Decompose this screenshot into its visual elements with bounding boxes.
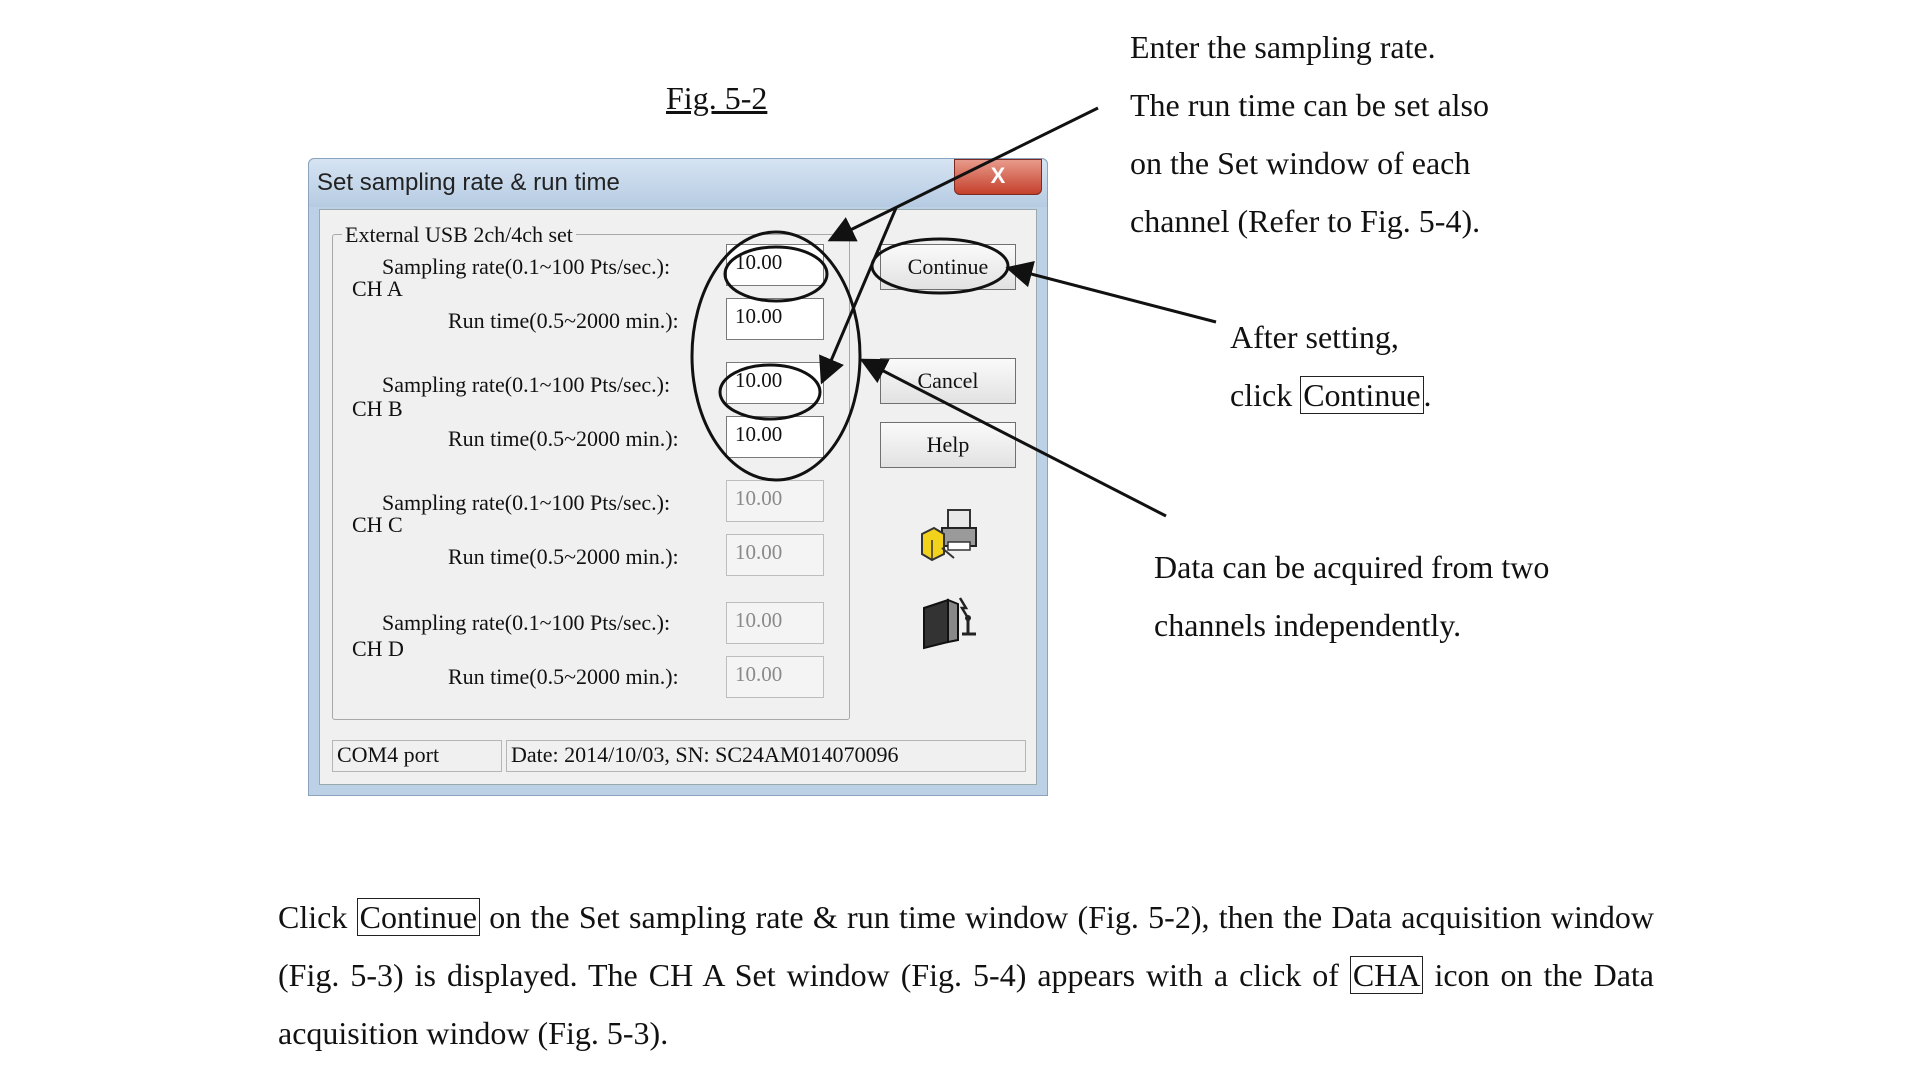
ch-c-label: CH C [352,512,403,537]
printer-database-icon[interactable] [918,502,982,566]
ch-b-sampling-label: Sampling rate(0.1~100 Pts/sec.): [382,372,671,397]
annotation-sampling-note: Enter the sampling rate. The run time ca… [1130,18,1489,250]
annotation-two-channels: Data can be acquired from two channels i… [1154,538,1549,654]
ch-b-label: CH B [352,396,403,421]
ch-a-label: CH A [352,276,403,301]
paragraph-text: icon on the Data acquisition window (Fig… [278,957,1654,1051]
figure-caption: Fig. 5-2 [666,80,768,116]
status-info: Date: 2014/10/03, SN: SC24AM014070096 [506,740,1026,772]
paragraph-text: Click [278,899,357,935]
ch-c-runtime-label: Run time(0.5~2000 min.): [448,544,679,569]
annotation-line: channel (Refer to Fig. 5-4). [1130,203,1481,239]
annotation-after-setting: After setting, click Continue. [1230,308,1432,424]
group-title: External USB 2ch/4ch set [342,222,576,248]
ch-c-sampling-rate-input: 10.00 [726,480,824,522]
annotation-line: on the Set window of each [1130,145,1471,181]
annotation-line: Data can be acquired from two [1154,549,1550,585]
continue-button[interactable]: Continue [880,244,1016,290]
annotation-line: Enter the sampling rate. [1130,29,1436,65]
annotation-line: The run time can be set also [1130,87,1489,123]
continue-boxed-term: Continue [356,898,480,936]
ch-d-sampling-rate-input: 10.00 [726,602,824,644]
close-button[interactable]: X [954,159,1042,195]
help-button[interactable]: Help [880,422,1016,468]
annotation-text: click [1230,377,1301,413]
ch-a-sampling-rate-input[interactable]: 10.00 [726,244,824,286]
ch-a-runtime-label: Run time(0.5~2000 min.): [448,308,679,333]
ch-c-sampling-label: Sampling rate(0.1~100 Pts/sec.): [382,490,671,515]
dialog-title: Set sampling rate & run time [317,169,620,196]
dialog-window: Set sampling rate & run time X External … [308,158,1048,796]
ch-a-run-time-input[interactable]: 10.00 [726,298,824,340]
annotation-line: After setting, [1230,319,1399,355]
title-bar[interactable]: Set sampling rate & run time X [309,159,1047,207]
instruction-paragraph: Click Continue on the Set sampling rate … [278,888,1654,1062]
ch-d-label: CH D [352,636,404,661]
ch-b-run-time-input[interactable]: 10.00 [726,416,824,458]
ch-d-runtime-label: Run time(0.5~2000 min.): [448,664,679,689]
dialog-client-area: External USB 2ch/4ch set Sampling rate(0… [319,209,1037,785]
ch-d-sampling-label: Sampling rate(0.1~100 Pts/sec.): [382,610,671,635]
ch-b-runtime-label: Run time(0.5~2000 min.): [448,426,679,451]
usb-device-icon[interactable] [918,590,982,654]
annotation-line: click Continue. [1230,366,1432,424]
status-port: COM4 port [332,740,502,772]
cha-boxed-term: CHA [1349,956,1424,994]
ch-d-run-time-input: 10.00 [726,656,824,698]
ch-a-sampling-label: Sampling rate(0.1~100 Pts/sec.): [382,254,671,279]
annotation-text: . [1423,377,1432,413]
ch-c-run-time-input: 10.00 [726,534,824,576]
paragraph-text: on the Set sampling rate & run time wind… [278,899,1655,993]
ch-b-sampling-rate-input[interactable]: 10.00 [726,362,824,404]
cancel-button[interactable]: Cancel [880,358,1016,404]
continue-boxed-term: Continue [1300,376,1424,414]
annotation-line: channels independently. [1154,607,1462,643]
